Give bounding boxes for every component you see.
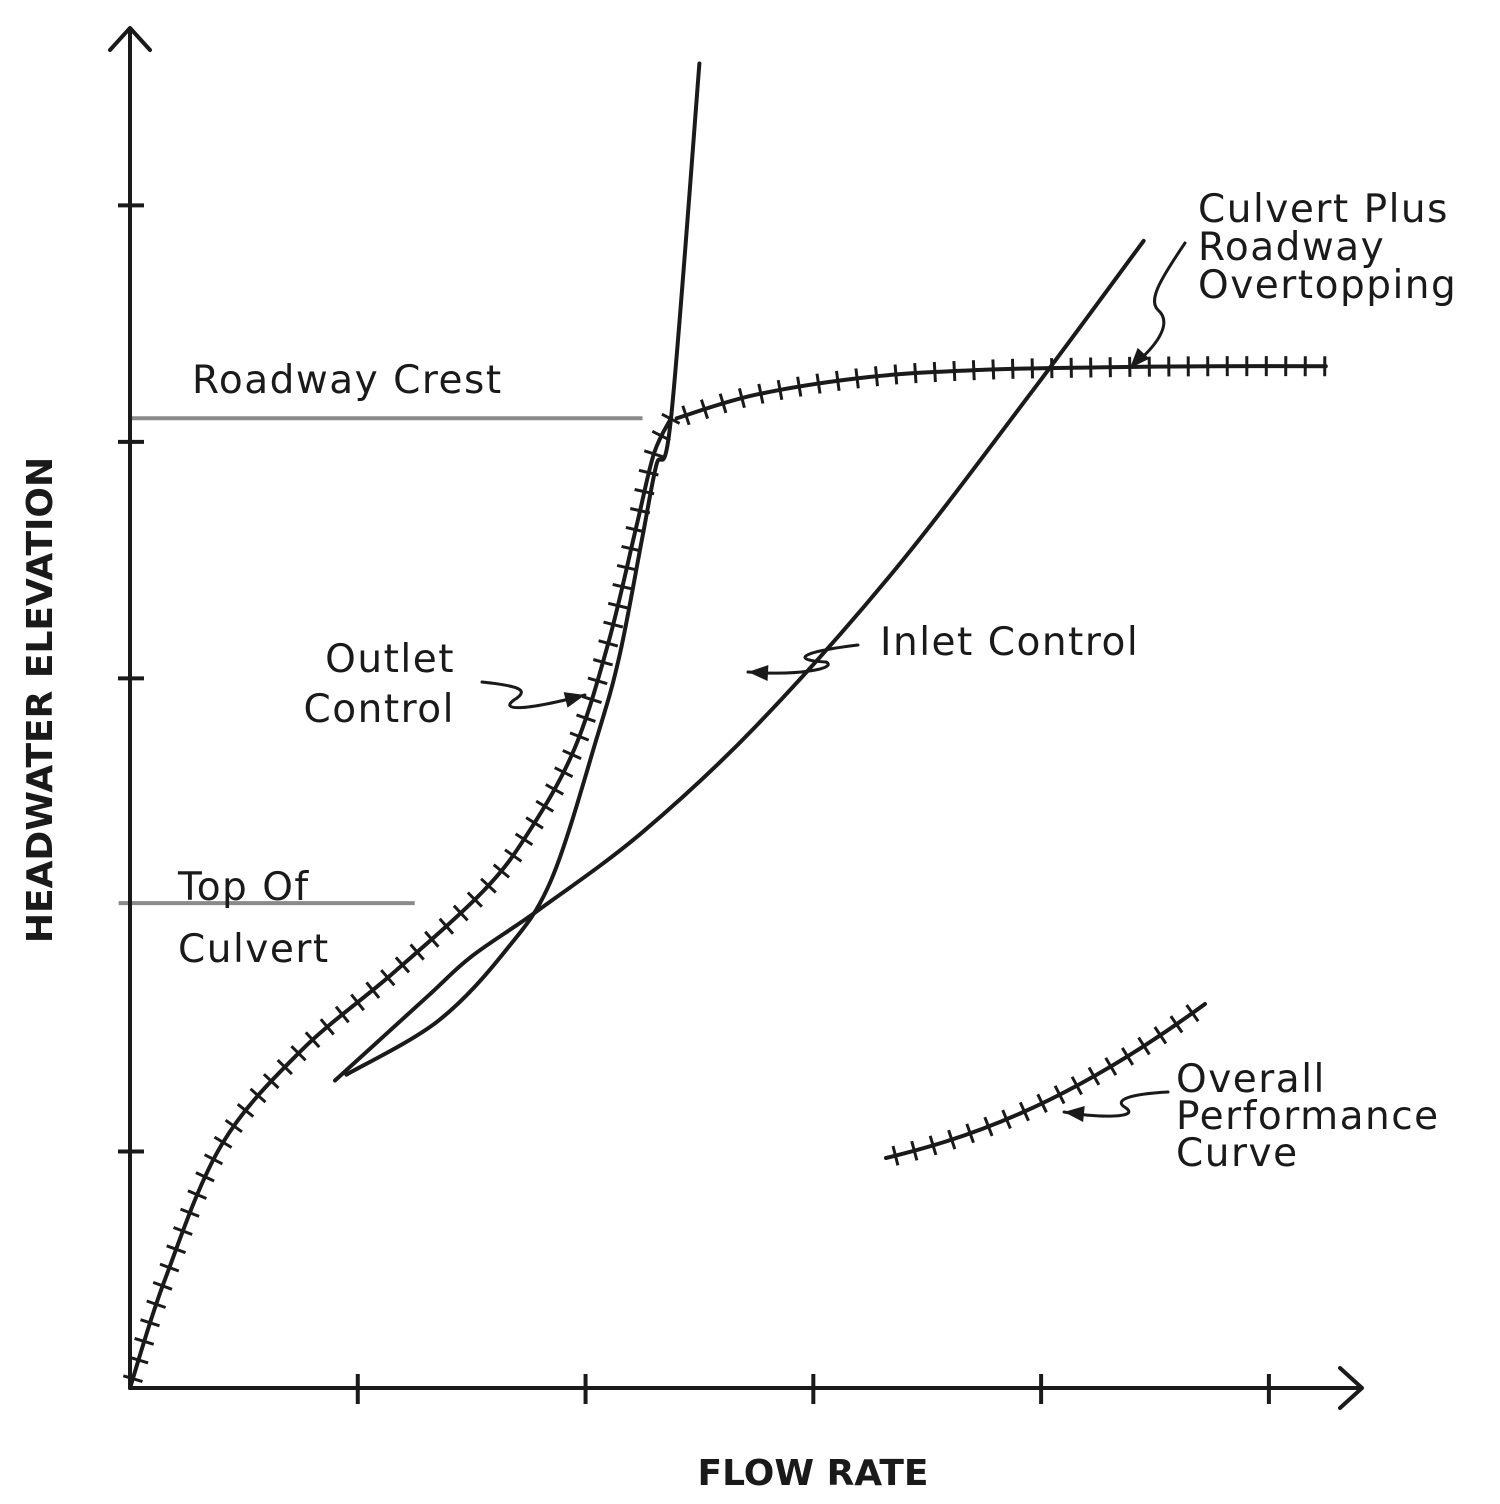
annotation-pointers xyxy=(480,241,1187,1122)
y-axis-line xyxy=(108,26,152,1390)
label-top-of-culvert-line: Culvert xyxy=(178,927,330,972)
curves-layer xyxy=(122,61,1328,1390)
label-overtopping-line: Culvert Plus xyxy=(1198,187,1449,232)
label-top-of-culvert: Top Of Culvert xyxy=(177,865,330,972)
pointer-outlet-control xyxy=(480,680,587,710)
label-overall-performance-line: Curve xyxy=(1176,1131,1299,1176)
label-overtopping-line: Roadway xyxy=(1198,225,1385,270)
label-outlet-control-line: Control xyxy=(304,687,455,732)
pointer-inlet-control-head xyxy=(748,665,769,681)
pointer-overall-performance xyxy=(1062,1090,1170,1118)
x-axis-line xyxy=(128,1366,1364,1410)
axes-layer xyxy=(108,26,1364,1410)
label-roadway-crest-line: Roadway Crest xyxy=(192,358,503,403)
label-overall-performance-line: Performance xyxy=(1176,1094,1440,1139)
legend-sample xyxy=(884,1002,1207,1166)
series-hatch-overall-performance-curve xyxy=(122,412,681,1384)
pointer-inlet-control xyxy=(746,643,860,675)
axis-ticks xyxy=(118,203,1271,1404)
x-axis-title: FLOW RATE xyxy=(697,1453,928,1494)
reference-lines xyxy=(118,416,643,906)
label-top-of-culvert-line: Top Of xyxy=(177,865,310,910)
label-roadway-crest: Roadway Crest xyxy=(192,358,503,403)
series-inlet-control xyxy=(333,238,1146,1083)
label-outlet-control-line: Outlet xyxy=(325,637,455,682)
legend-hatched-line-hatch xyxy=(891,1004,1200,1166)
label-inlet-control: Inlet Control xyxy=(880,620,1139,665)
series-hatch-culvert-plus-roadway-overtopping xyxy=(681,356,1327,426)
series-culvert-plus-roadway-overtopping xyxy=(674,364,1328,421)
label-overtopping-line: Overtopping xyxy=(1198,263,1457,308)
pointer-overtopping xyxy=(1128,241,1187,370)
pointer-overall-performance-head xyxy=(1064,1106,1085,1122)
label-inlet-control-line: Inlet Control xyxy=(880,620,1139,665)
pointer-overtopping-head xyxy=(1130,347,1150,368)
series-overall-performance-curve xyxy=(128,416,673,1390)
legend-hatched-line xyxy=(884,1002,1207,1160)
pointer-outlet-control-head xyxy=(563,692,585,708)
label-overall-performance-line: Overall xyxy=(1176,1057,1326,1102)
y-axis-title: HEADWATER ELEVATION xyxy=(20,457,61,943)
